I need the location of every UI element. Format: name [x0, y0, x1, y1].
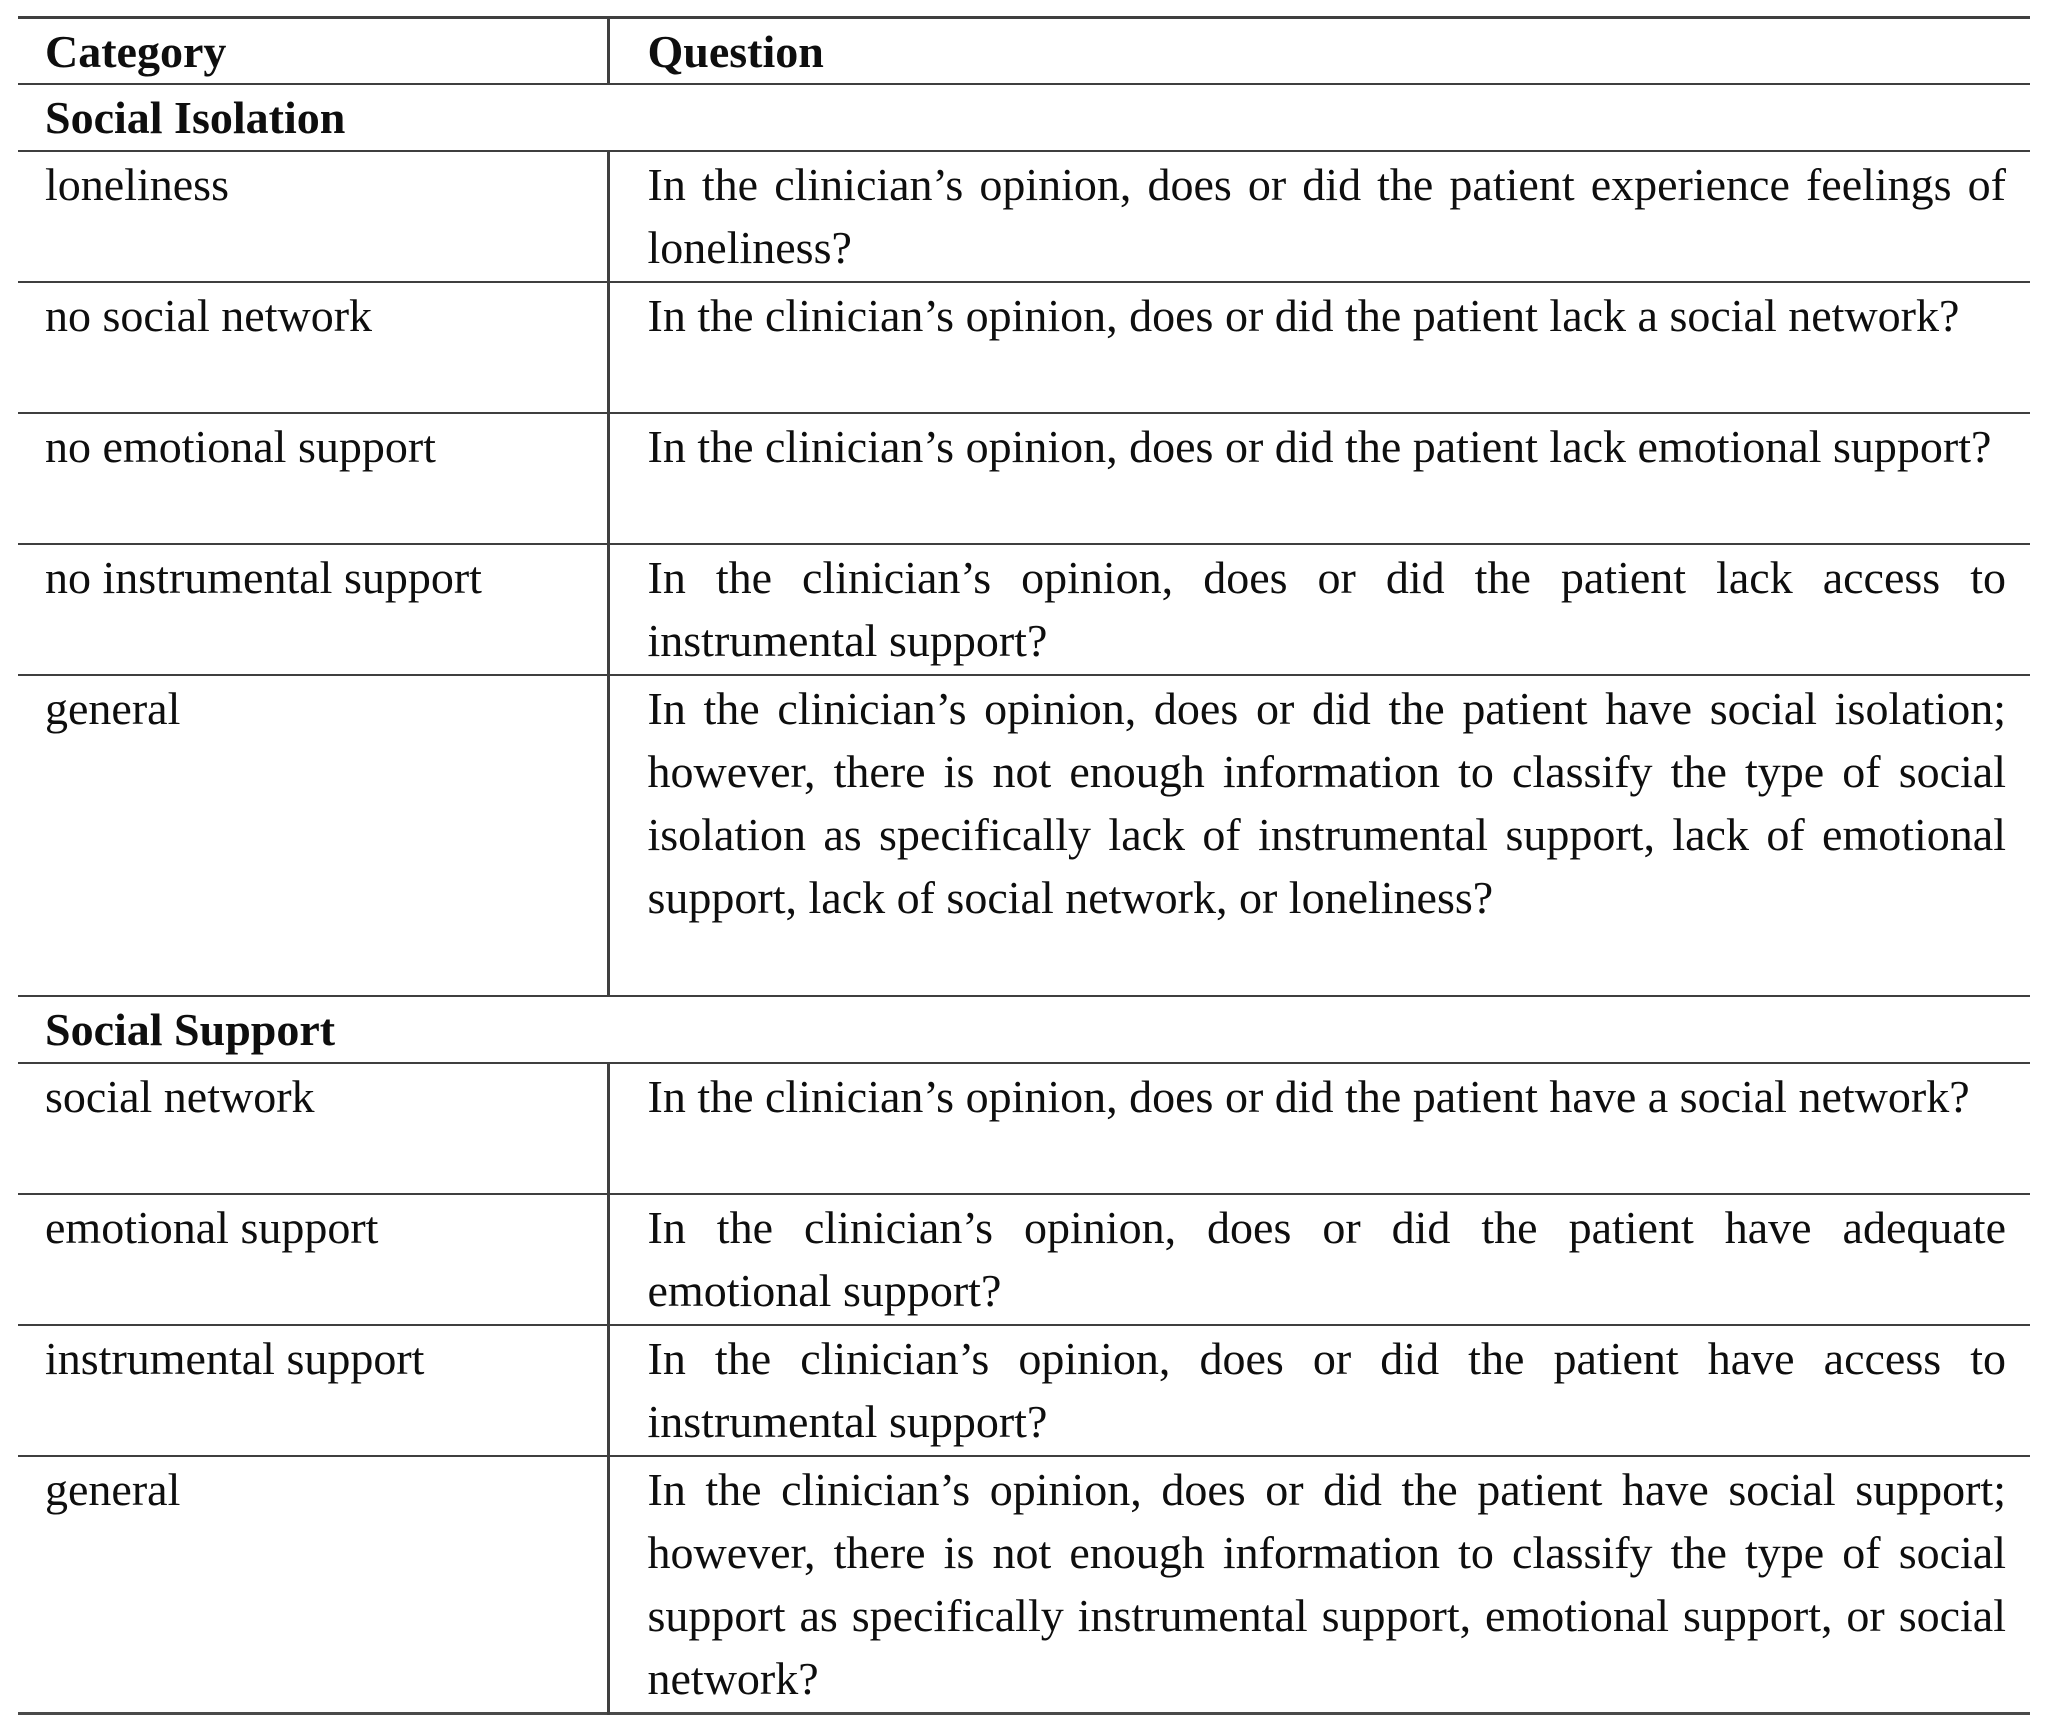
- table-header-row: Category Question: [18, 17, 2030, 85]
- section-title: Social Isolation: [18, 84, 2030, 152]
- table-row: loneliness In the clinician’s opinion, d…: [18, 151, 2030, 283]
- category-cell: loneliness: [18, 151, 610, 283]
- table-row: general In the clinician’s opinion, does…: [18, 1456, 2030, 1715]
- category-question-table: Category Question Social Isolation lonel…: [18, 16, 2030, 1715]
- question-cell: In the clinician’s opinion, does or did …: [608, 151, 2030, 283]
- category-cell: instrumental support: [18, 1325, 610, 1457]
- table-row: instrumental support In the clinician’s …: [18, 1325, 2030, 1457]
- category-cell: general: [18, 675, 610, 997]
- table-row: general In the clinician’s opinion, does…: [18, 675, 2030, 997]
- category-cell: no emotional support: [18, 413, 610, 545]
- category-cell: no social network: [18, 282, 610, 414]
- category-cell: social network: [18, 1063, 610, 1195]
- question-cell: In the clinician’s opinion, does or did …: [608, 1194, 2030, 1326]
- table-row: no instrumental support In the clinician…: [18, 544, 2030, 676]
- table-row: no emotional support In the clinician’s …: [18, 413, 2030, 545]
- table-row: no social network In the clinician’s opi…: [18, 282, 2030, 414]
- question-column-header: Question: [608, 17, 2030, 85]
- table-row: social network In the clinician’s opinio…: [18, 1063, 2030, 1195]
- question-cell: In the clinician’s opinion, does or did …: [608, 282, 2030, 414]
- category-column-header: Category: [18, 17, 610, 85]
- question-cell: In the clinician’s opinion, does or did …: [608, 1325, 2030, 1457]
- question-cell: In the clinician’s opinion, does or did …: [608, 413, 2030, 545]
- question-cell: In the clinician’s opinion, does or did …: [608, 675, 2030, 997]
- question-cell: In the clinician’s opinion, does or did …: [608, 544, 2030, 676]
- section-header-social-support: Social Support: [18, 996, 2030, 1064]
- table-row: emotional support In the clinician’s opi…: [18, 1194, 2030, 1326]
- section-title: Social Support: [18, 996, 2030, 1064]
- question-cell: In the clinician’s opinion, does or did …: [608, 1456, 2030, 1715]
- question-cell: In the clinician’s opinion, does or did …: [608, 1063, 2030, 1195]
- category-cell: emotional support: [18, 1194, 610, 1326]
- category-cell: general: [18, 1456, 610, 1715]
- category-cell: no instrumental support: [18, 544, 610, 676]
- section-header-social-isolation: Social Isolation: [18, 84, 2030, 152]
